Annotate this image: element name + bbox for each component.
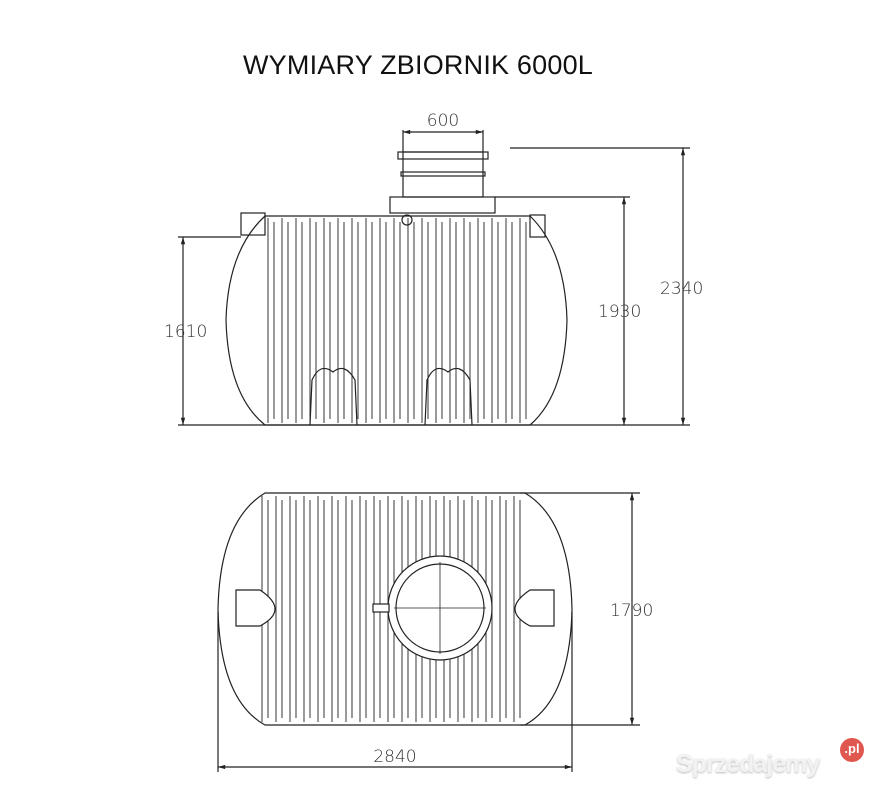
rib-line bbox=[323, 218, 331, 423]
rib-line bbox=[505, 218, 513, 423]
outlet-pipe bbox=[529, 214, 546, 238]
inlet-pipe bbox=[240, 212, 266, 236]
drawing-title: WYMIARY ZBIORNIK 6000L bbox=[242, 50, 594, 80]
rib-line bbox=[275, 496, 283, 722]
watermark-badge: .pl bbox=[840, 738, 864, 762]
rib-line bbox=[267, 218, 275, 423]
rib-line bbox=[421, 218, 429, 423]
rib-line bbox=[351, 218, 359, 423]
end-lug-right bbox=[514, 589, 555, 627]
watermark-logo: Sprzedajemy bbox=[676, 750, 820, 778]
label-1790: 1790 bbox=[610, 601, 653, 621]
manhole-base bbox=[389, 196, 496, 214]
rib-line bbox=[435, 218, 443, 423]
rib-line bbox=[491, 218, 499, 423]
label-1610: 1610 bbox=[164, 322, 207, 342]
rib-line bbox=[449, 218, 457, 423]
side-view-body bbox=[225, 215, 568, 426]
rib-line bbox=[289, 496, 297, 722]
rib-line bbox=[365, 218, 373, 423]
rib-line bbox=[379, 218, 387, 423]
top-view bbox=[217, 492, 573, 726]
rib-line bbox=[477, 218, 485, 423]
rib-line bbox=[309, 218, 317, 423]
rib-line bbox=[499, 496, 507, 722]
rib-line bbox=[359, 496, 367, 722]
rib-line bbox=[407, 218, 415, 423]
rib-line bbox=[463, 218, 471, 423]
leg-cutout-left bbox=[309, 367, 358, 426]
rib-line bbox=[295, 218, 303, 423]
end-lug-left bbox=[235, 589, 276, 627]
rib-line bbox=[393, 218, 401, 423]
rib-line bbox=[337, 218, 345, 423]
rib-line bbox=[331, 496, 339, 722]
label-1930: 1930 bbox=[598, 302, 641, 322]
side-view bbox=[225, 151, 568, 426]
rib-line bbox=[519, 218, 527, 423]
rib-line bbox=[303, 496, 311, 722]
label-600: 600 bbox=[427, 111, 459, 131]
vent-fitting bbox=[401, 214, 413, 226]
rib-line bbox=[317, 496, 325, 722]
rib-line bbox=[345, 496, 353, 722]
label-2840: 2840 bbox=[373, 747, 416, 767]
leg-cutout-right bbox=[424, 367, 473, 426]
rib-line bbox=[281, 218, 289, 423]
label-2340: 2340 bbox=[660, 279, 703, 299]
